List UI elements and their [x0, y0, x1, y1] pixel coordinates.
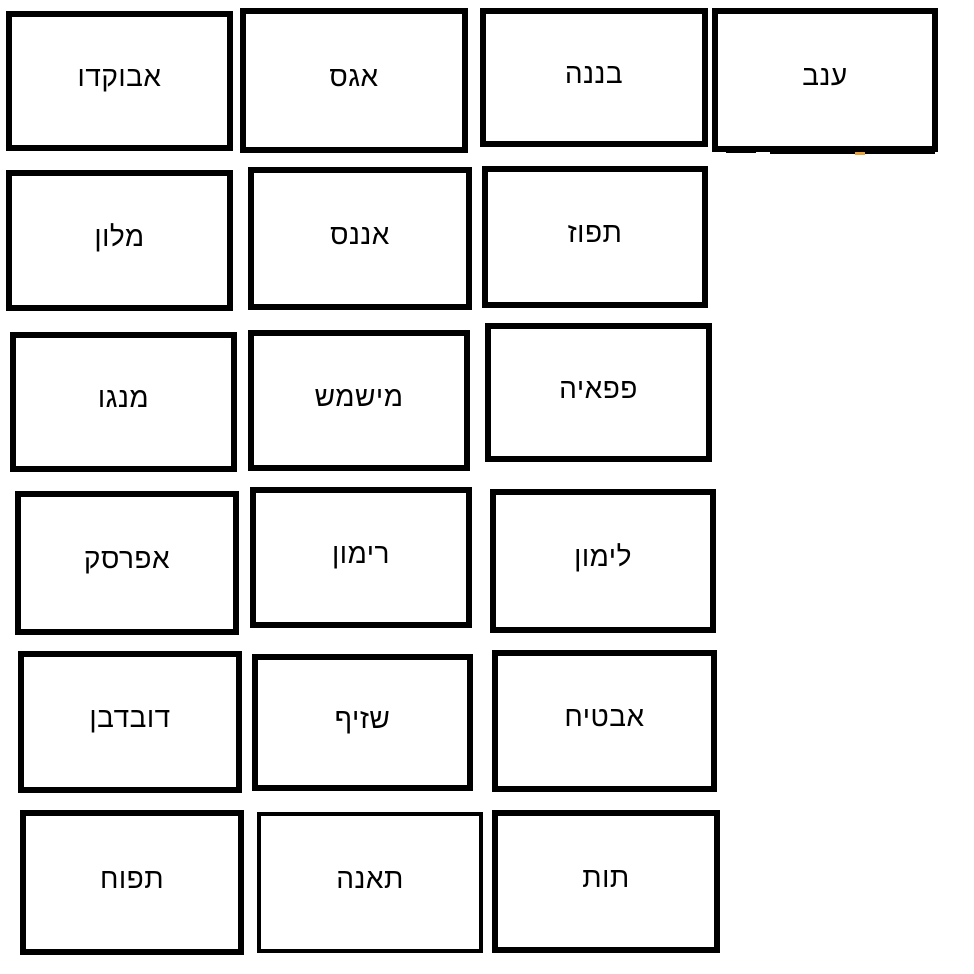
card-strawberry[interactable]: תות	[492, 810, 720, 953]
card-watermelon[interactable]: אבטיח	[492, 650, 717, 792]
card-label: תאנה	[336, 862, 404, 894]
card-label: דובדבן	[89, 702, 171, 733]
card-label: בננה	[564, 57, 624, 89]
card-label: מלון	[94, 220, 145, 252]
card-label: מישמש	[314, 380, 404, 412]
card-label: שזיף	[334, 702, 391, 734]
card-label: פפאיה	[559, 372, 638, 404]
card-label: תפוז	[567, 217, 623, 248]
stray-mark-chip	[855, 152, 865, 155]
card-pomegranate[interactable]: רימון	[250, 487, 472, 628]
card-banana[interactable]: בננה	[480, 8, 708, 147]
card-label: אגס	[329, 60, 379, 92]
card-label: תפוח	[99, 862, 165, 894]
card-apple[interactable]: תפוח	[20, 810, 244, 955]
card-melon[interactable]: מלון	[6, 170, 233, 311]
card-label: אננס	[330, 218, 390, 250]
card-label: אבוקדו	[77, 61, 162, 92]
card-apricot[interactable]: מישמש	[248, 330, 470, 471]
card-mango[interactable]: מנגו	[10, 332, 237, 472]
stray-mark	[726, 150, 756, 153]
card-label: לימון	[574, 541, 632, 572]
card-orange[interactable]: תפוז	[482, 166, 708, 308]
card-cherry[interactable]: דובדבן	[18, 651, 242, 793]
card-papaya[interactable]: פפאיה	[485, 323, 712, 462]
card-lemon[interactable]: לימון	[490, 489, 716, 633]
card-avocado[interactable]: אבוקדו	[6, 11, 233, 151]
card-label: מנגו	[97, 382, 150, 413]
card-peach[interactable]: אפרסק	[15, 491, 239, 635]
card-label: אבטיח	[564, 701, 645, 732]
card-grape[interactable]: ענב	[712, 8, 938, 152]
card-plum[interactable]: שזיף	[252, 654, 473, 791]
stray-mark	[770, 149, 935, 154]
card-label: ענב	[802, 60, 848, 91]
card-label: רימון	[332, 537, 390, 569]
card-pear[interactable]: אגס	[240, 8, 468, 153]
card-fig[interactable]: תאנה	[257, 812, 483, 953]
card-pineapple[interactable]: אננס	[248, 167, 472, 310]
card-label: אפרסק	[83, 543, 171, 574]
card-label: תות	[582, 861, 630, 893]
